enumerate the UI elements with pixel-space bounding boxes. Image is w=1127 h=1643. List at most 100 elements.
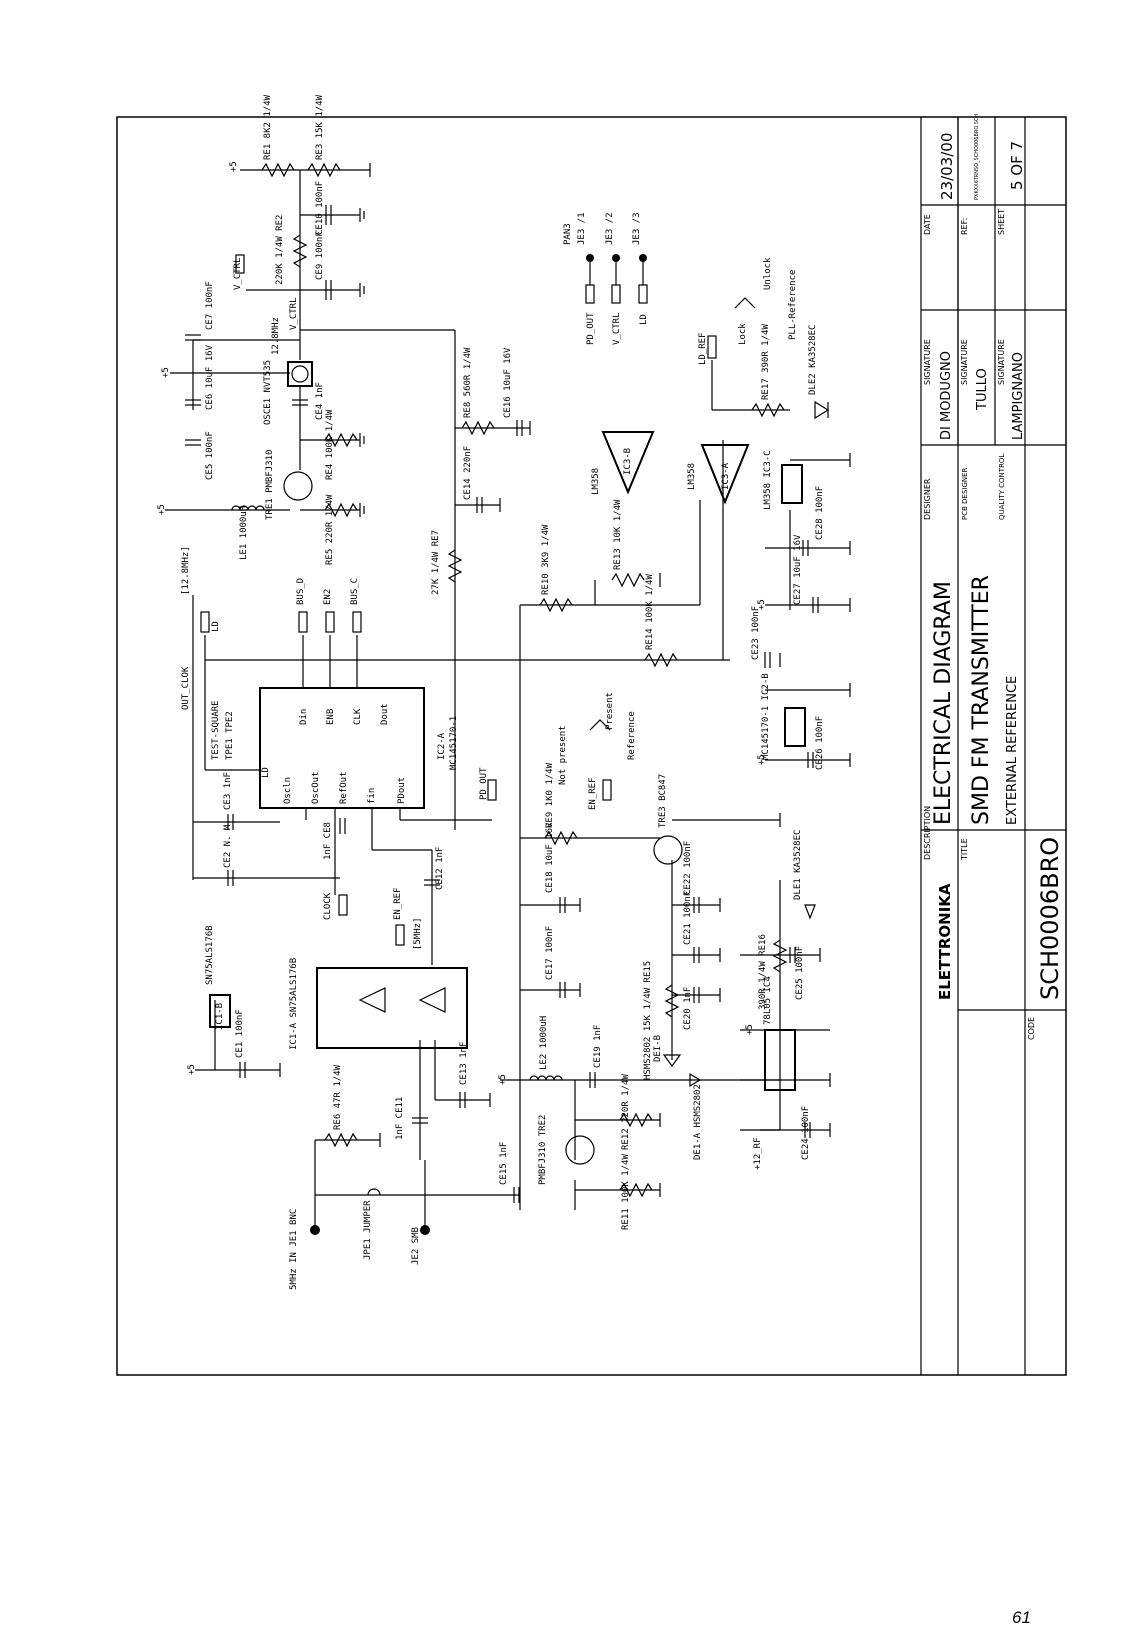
oscillator-osce1 <box>287 361 313 387</box>
pin-je3-1 <box>586 254 594 262</box>
transistor-tre1 <box>283 471 313 501</box>
label-en2: EN2 <box>323 589 333 605</box>
label-sheet: SHEET <box>997 209 1006 235</box>
label-title: TITLE <box>960 838 969 861</box>
regulator-ic4 <box>764 1029 796 1091</box>
label-re11: RE11 100K 1/4W <box>621 1154 631 1230</box>
diode-dei-b <box>662 1054 682 1068</box>
label-ce26: CE26 100nF <box>815 716 825 770</box>
label-re5: RE5 220R 1/4W <box>325 494 335 565</box>
label-reg: 78L05 IC4 <box>763 976 773 1025</box>
inductor-le2 <box>529 1075 563 1081</box>
pin-je3-3 <box>639 254 647 262</box>
label-ce1: CE1 100nF <box>235 1009 245 1058</box>
label-lm358-a: LM358 <box>591 468 601 495</box>
label-signature-1: SIGNATURE <box>923 339 932 385</box>
label-dle2: DLE2 KA3528EC <box>808 325 818 395</box>
label-ce17: CE17 100nF <box>545 926 555 980</box>
resistor-re5 <box>324 502 358 518</box>
label-tre3: TRE3 BC847 <box>658 774 668 828</box>
transistor-tre2 <box>565 1135 595 1165</box>
pin-dout: Dout <box>380 703 390 725</box>
code-value: SCH0006BRO <box>1036 837 1064 1000</box>
label-ce13: CE13 1nF <box>459 1042 469 1085</box>
label-ic2-part: MC145170-1 <box>449 716 459 770</box>
label-signature-2: SIGNATURE <box>960 339 969 385</box>
sheet-value: 5 OF 7 <box>1008 141 1026 190</box>
label-notpresent: Not present <box>558 725 568 785</box>
resistor-re14 <box>644 652 678 668</box>
label-ce6: CE6 10uF 16V <box>205 344 215 410</box>
label-ic3c: LM358 IC3-C <box>763 450 773 510</box>
label-plus5-c: +5 <box>157 504 167 515</box>
resistor-re9 <box>544 830 578 846</box>
ref-value: PXKXX6TRNSO_SCHO006BRO.SCH <box>974 114 980 200</box>
resistor-re3 <box>307 162 341 178</box>
label-ce12: CE12 1nF <box>435 847 445 890</box>
label-tre2: PMBFJ310 TRE2 <box>538 1115 548 1185</box>
label-vctrl-in: V_CTRL <box>233 257 243 290</box>
title-value: SMD FM TRANSMITTER <box>969 575 994 825</box>
label-plus5-a: +5 <box>229 161 239 172</box>
resistor-re8 <box>461 420 495 436</box>
diode-de1-a <box>689 1072 702 1088</box>
ic1b-power-box <box>209 994 231 1028</box>
label-ic3a: IC3-A <box>721 462 731 490</box>
pin-oscin: Oscln <box>283 777 293 804</box>
label-tre1: TRE1 PMBFJ310 <box>265 450 275 520</box>
label-re15: HSMS2802 15K 1/4W RE15 <box>643 961 653 1080</box>
label-ce7: CE7 100nF <box>205 281 215 330</box>
label-quality-control: QUALITY CONTROL <box>998 454 1006 520</box>
label-re7: 27K 1/4W RE7 <box>431 530 441 595</box>
pcb-designer-value: TULLO <box>975 368 990 411</box>
label-ce21: CE21 100nF <box>683 891 693 945</box>
label-enref: EN_REF <box>393 887 403 920</box>
label-fivemhz: [5MHz] <box>413 917 423 950</box>
pin-je3-2 <box>612 254 620 262</box>
label-plus5-d: +5 <box>757 599 767 610</box>
label-ce24: CE24 100nF <box>801 1106 811 1160</box>
resistor-re15 <box>664 984 680 1018</box>
label-osc-freq: 12.8MHz <box>271 317 281 355</box>
label-ce25: CE25 100nF <box>795 946 805 1000</box>
label-clock: CLOCK <box>323 892 333 920</box>
label-plus12: +12_RF <box>753 1137 763 1170</box>
resistor-re1 <box>261 162 295 178</box>
label-ce11: 1nF CE11 <box>395 1097 405 1140</box>
label-outclk: OUT_CLOK <box>181 666 191 710</box>
label-pdout: PD_OUT <box>586 312 596 345</box>
label-je3-2: JE3 /2 <box>605 212 615 245</box>
transistor-tre3 <box>653 835 683 865</box>
label-vctrl: V_CTRL <box>612 312 622 345</box>
label-ce22: CE22 100nF <box>683 841 693 895</box>
label-signature-3: SIGNATURE <box>997 339 1006 385</box>
label-designer: DESIGNER <box>923 478 932 520</box>
company-logo: ELETTRONIKA <box>936 883 954 1000</box>
pin-pdout: PDout <box>397 777 407 804</box>
title-subtitle: EXTERNAL REFERENCE <box>1005 676 1020 825</box>
label-je2: JE2 SMB <box>411 1227 421 1265</box>
pin-clk: CLK <box>353 708 363 725</box>
jumper-present <box>589 719 611 731</box>
label-plus5-g: +5 <box>498 1074 508 1085</box>
resistor-re7 <box>447 549 463 583</box>
ground-symbols <box>279 163 851 1197</box>
label-osc-pin: V_CTRL <box>289 297 299 330</box>
label-pcb-designer: PCB DESIGNER <box>961 467 969 520</box>
label-re8: RE8 560R 1/4W <box>463 347 473 418</box>
label-ce9: CE9 100nF <box>315 231 325 280</box>
quality-value: LAMPIGNANO <box>1011 352 1026 440</box>
label-re2: 220K 1/4W RE2 <box>275 215 285 285</box>
label-pllref: PLL-Reference <box>788 270 798 340</box>
label-ic3b: IC3-B <box>623 448 633 475</box>
label-busc: BUS_C <box>350 578 360 605</box>
label-re4: RE4 100K 1/4W <box>325 409 335 480</box>
label-re12: RE12 220R 1/4W <box>621 1074 631 1150</box>
label-ce23: CE23 100nF <box>751 606 761 660</box>
page-number: 61 <box>1012 1608 1031 1627</box>
title-block: DESCRIPTION TITLE CODE DESIGNER PCB DESI… <box>920 114 1066 1375</box>
label-plus5-b: +5 <box>161 367 171 378</box>
resistor-re6 <box>324 1132 358 1148</box>
resistor-re12 <box>619 1112 653 1128</box>
